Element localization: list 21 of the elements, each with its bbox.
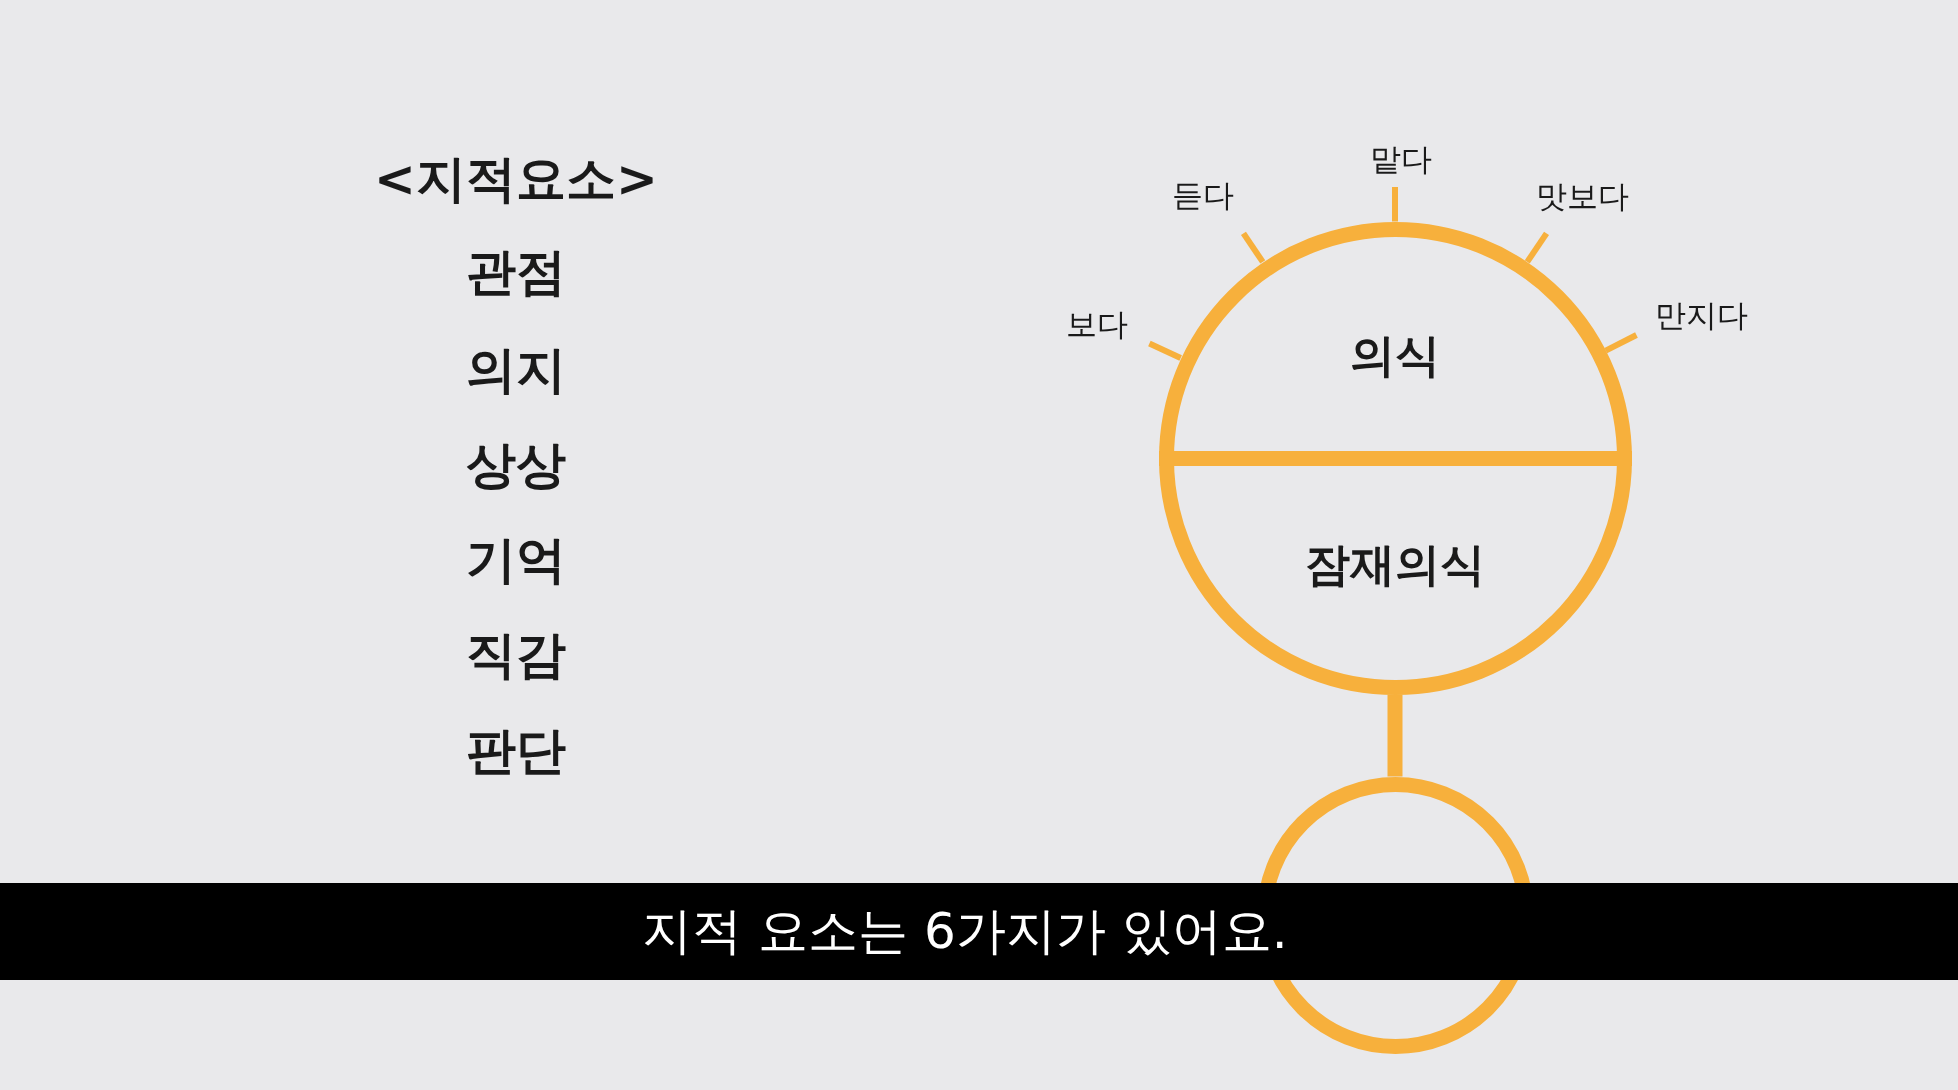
subtitle: 지적 요소는 6가지가 있어요. [642, 900, 1288, 962]
sense-label: 만지다 [1654, 296, 1748, 335]
list-item: 판단 [466, 720, 566, 782]
connector-stem [1387, 694, 1403, 777]
list-item: 직감 [466, 624, 566, 686]
sense-label: 듣다 [1172, 176, 1234, 215]
tick-line [1148, 340, 1182, 361]
circle-label: 의식 [1350, 328, 1440, 384]
tick-line [1392, 187, 1398, 222]
list-item: 의지 [466, 339, 566, 401]
list-item: 관점 [466, 241, 566, 303]
circle-label: 잠재의식 [1305, 537, 1485, 593]
tick-line [1240, 231, 1266, 264]
tick-line [1524, 231, 1550, 264]
list-item: 상상 [466, 434, 566, 496]
sense-label: 맛보다 [1535, 177, 1629, 216]
sense-label: 맡다 [1370, 140, 1432, 179]
tick-line [1604, 332, 1638, 354]
list-heading: <지적요소> [374, 148, 658, 210]
sense-label: 보다 [1066, 305, 1128, 344]
list-item: 기억 [466, 529, 566, 591]
